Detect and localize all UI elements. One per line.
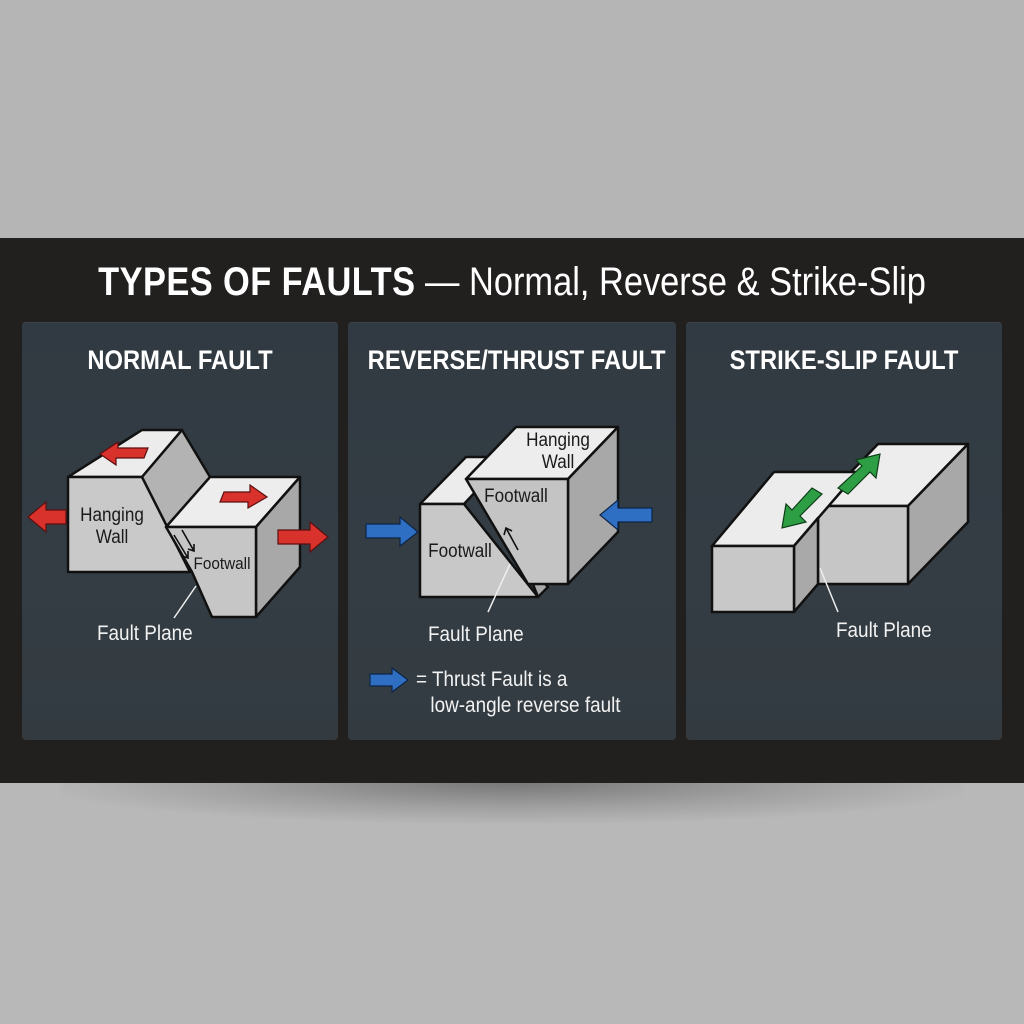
right-block-front: [816, 504, 910, 586]
panel-title-normal: NORMAL FAULT: [87, 345, 273, 375]
footwall-lower-label: Footwall: [428, 541, 492, 562]
hanging-wall-front: [464, 477, 570, 586]
drop-shadow: [60, 783, 964, 823]
footwall-label: Footwall: [193, 554, 251, 573]
hanging-wall-label: Hanging Wall: [526, 430, 590, 473]
panel-title-reverse: REVERSE/THRUST FAULT: [367, 345, 666, 375]
panel-strike-slip-fault: STRIKE-SLIP FAULT Fault Plane: [686, 322, 1002, 740]
arrow-left-top-icon: [98, 440, 149, 467]
title-subtitle: Normal, Reverse & Strike-Slip: [469, 260, 926, 304]
arrow-slip-up-icon: [837, 453, 881, 495]
arrow-compress-left-icon: [365, 515, 419, 548]
page-background: [0, 0, 1024, 238]
slip-arrow: [503, 526, 519, 551]
legend-arrow-icon: [369, 666, 409, 694]
fault-plane-label: Fault Plane: [428, 623, 524, 646]
fault-plane-leader: [487, 563, 511, 613]
hanging-wall-label: Hanging Wall: [80, 505, 144, 548]
legend-line-2: low-angle reverse fault: [430, 694, 621, 717]
panel-reverse-fault: REVERSE/THRUST FAULT Hanging Wall: [348, 322, 676, 740]
panel-title-strike-slip: STRIKE-SLIP FAULT: [729, 345, 959, 375]
footwall-upper-label: Footwall: [484, 486, 548, 507]
title-bold: TYPES OF FAULTS: [98, 260, 416, 304]
fault-plane-label: Fault Plane: [97, 622, 193, 645]
strike-slip-diagram: [710, 442, 970, 614]
main-title: TYPES OF FAULTS — Normal, Reverse & Stri…: [72, 254, 953, 310]
hanging-wall-front: [66, 475, 192, 574]
arrow-compress-right-icon: [599, 498, 653, 532]
legend-line-1: = Thrust Fault is a: [416, 668, 568, 691]
compression-arrows: [365, 498, 653, 548]
fault-plane-leader: [173, 585, 197, 619]
tension-arrows: [27, 440, 329, 554]
left-block-front: [710, 544, 796, 614]
panel-normal-fault: NORMAL FAULT Hanging: [22, 322, 338, 740]
legend-text: = Thrust Fault is a low-angle reverse fa…: [416, 667, 621, 719]
arrow-slip-down-icon: [781, 487, 823, 529]
arrow-right-top-icon: [219, 483, 269, 510]
reverse-fault-diagram: [365, 425, 653, 694]
thrust-legend: = Thrust Fault is a low-angle reverse fa…: [368, 667, 668, 727]
fault-plane-label: Fault Plane: [836, 619, 932, 642]
arrow-left-outer-icon: [27, 500, 67, 534]
title-separator: —: [415, 260, 469, 304]
fault-plane-leader: [819, 567, 839, 613]
slip-arrows: [173, 529, 195, 560]
normal-fault-diagram: [27, 428, 329, 619]
shear-arrows: [781, 453, 881, 529]
arrow-right-outer-icon: [277, 520, 329, 554]
